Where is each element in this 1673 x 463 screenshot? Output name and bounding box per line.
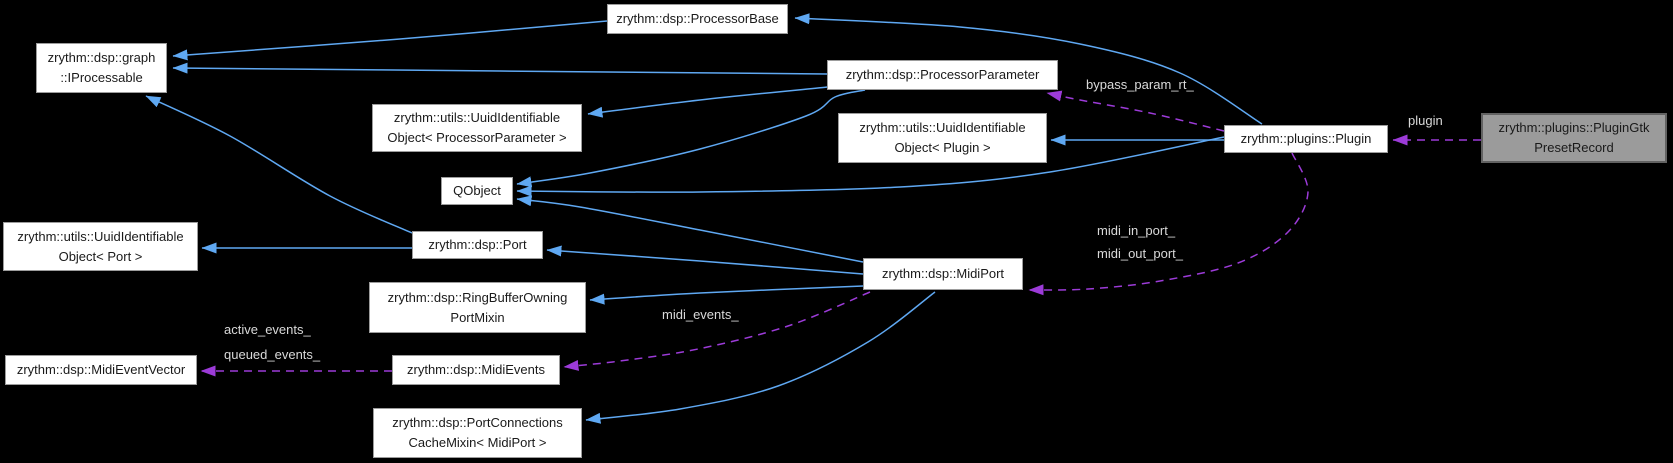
edge-label-plugin: plugin xyxy=(1408,113,1443,128)
edge-processorbase-to-iprocessable xyxy=(172,20,608,61)
class-node-midiport[interactable]: zrythm::dsp::MidiPort xyxy=(863,258,1023,290)
edge-plugin-to-processorbase xyxy=(794,13,1263,125)
edge-label-bypass-param-rt: bypass_param_rt_ xyxy=(1086,77,1194,92)
class-node-label: zrythm::dsp::ProcessorParameter xyxy=(845,67,1040,82)
edge-label-active-events: active_events_ xyxy=(224,322,311,337)
edge-midiport-to-qobject xyxy=(516,195,864,263)
class-node-label: zrythm::plugins::Plugin xyxy=(1240,131,1372,146)
edge-midiport-to-midievents xyxy=(563,291,871,371)
edge-processorparameter-to-iprocessable xyxy=(172,62,828,75)
edge-processorparameter-to-qobject xyxy=(516,89,866,188)
edge-plugin-to-processorparameter xyxy=(1046,90,1225,132)
class-node-processorbase[interactable]: zrythm::dsp::ProcessorBase xyxy=(607,4,788,34)
class-node-label: ::IProcessable xyxy=(60,70,143,85)
class-node-label: PortMixin xyxy=(450,309,505,325)
class-node-qobject[interactable]: QObject xyxy=(441,177,513,205)
class-node-label: zrythm::utils::UuidIdentifiable xyxy=(393,110,561,125)
class-node-label: zrythm::dsp::PortConnections xyxy=(392,415,563,430)
class-node-label: QObject xyxy=(453,183,501,198)
class-node-midievents[interactable]: zrythm::dsp::MidiEvents xyxy=(392,355,560,385)
class-node-label: zrythm::dsp::Port xyxy=(428,237,527,252)
class-node-label: zrythm::utils::UuidIdentifiable xyxy=(17,228,184,244)
edge-label-queued-events: queued_events_ xyxy=(224,347,321,362)
edge-processorparameter-to-uuid-processorparameter xyxy=(587,86,829,118)
class-node-plugin[interactable]: zrythm::plugins::Plugin xyxy=(1224,125,1388,153)
class-node-iprocessable[interactable]: zrythm::dsp::graph::IProcessable xyxy=(36,43,167,93)
edge-port-to-iprocessable xyxy=(145,95,413,234)
edge-midiport-to-portconnectionsmixin xyxy=(585,291,936,424)
class-node-label: zrythm::utils::UuidIdentifiable xyxy=(859,120,1026,135)
class-node-label: Object< Port > xyxy=(58,248,143,264)
edge-plugin-to-midiport xyxy=(1028,152,1309,296)
class-node-midieventvector[interactable]: zrythm::dsp::MidiEventVector xyxy=(5,355,197,385)
class-node-label: zrythm::dsp::MidiEventVector xyxy=(16,362,186,377)
edge-midiport-to-ringbuffermixin xyxy=(589,285,864,305)
edge-label-midi-in-port: midi_in_port_ xyxy=(1097,223,1176,238)
edge-midiport-to-port xyxy=(546,245,864,275)
class-node-label: PresetRecord xyxy=(1534,140,1614,155)
class-node-label: Object< ProcessorParameter > xyxy=(387,130,567,145)
edges-group xyxy=(145,13,1481,424)
edge-label-midi-out-port: midi_out_port_ xyxy=(1097,246,1183,261)
edge-label-midi-events: midi_events_ xyxy=(662,307,739,322)
class-node-processorparameter[interactable]: zrythm::dsp::ProcessorParameter xyxy=(827,60,1058,90)
edge-plugin-to-qobject xyxy=(516,136,1225,197)
class-node-label: zrythm::dsp::RingBufferOwning xyxy=(387,289,568,305)
class-node-label: zrythm::dsp::MidiEvents xyxy=(407,362,545,377)
class-node-label: zrythm::dsp::graph xyxy=(47,50,156,65)
class-node-label: Object< Plugin > xyxy=(894,140,991,155)
class-node-label: zrythm::plugins::PluginGtk xyxy=(1498,120,1650,135)
class-node-label: CacheMixin< MidiPort > xyxy=(408,435,547,450)
class-node-label: zrythm::dsp::ProcessorBase xyxy=(616,11,779,26)
class-node-port[interactable]: zrythm::dsp::Port xyxy=(412,231,543,259)
class-node-label: zrythm::dsp::MidiPort xyxy=(881,266,1005,281)
